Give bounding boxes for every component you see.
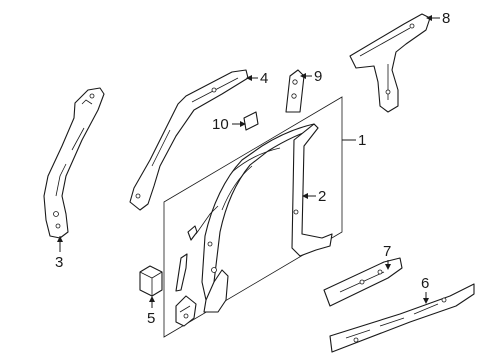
- panel-lower-bracket: [175, 295, 197, 327]
- part-10-clip: [243, 111, 259, 131]
- callout-8: 8: [442, 10, 450, 27]
- panel-inner-strip: [175, 205, 219, 292]
- part-6-rocker-panel: [329, 283, 475, 353]
- callout-1: 1: [358, 132, 366, 149]
- leader-lines: [57, 15, 440, 308]
- callout-labels: 1 2 3 4 5 6 7 8 9 10: [55, 10, 450, 327]
- callout-5: 5: [147, 310, 155, 327]
- part-9-bracket: [285, 69, 305, 113]
- part-1-side-panel-outline: [163, 96, 343, 338]
- callout-4: 4: [260, 70, 268, 87]
- callout-7: 7: [383, 243, 391, 260]
- part-8-b-pillar-bracket: [349, 13, 431, 113]
- callout-6: 6: [421, 275, 429, 292]
- callout-9: 9: [314, 68, 322, 85]
- part-5-block: [139, 265, 163, 297]
- callout-10: 10: [212, 116, 229, 133]
- part-2-door-frame: [201, 123, 333, 313]
- part-7-rocker-reinforcement: [323, 257, 403, 307]
- callout-3: 3: [55, 254, 63, 271]
- callout-2: 2: [318, 188, 326, 205]
- part-4-a-pillar-reinforcement: [129, 69, 249, 211]
- part-3-front-pillar: [43, 87, 105, 239]
